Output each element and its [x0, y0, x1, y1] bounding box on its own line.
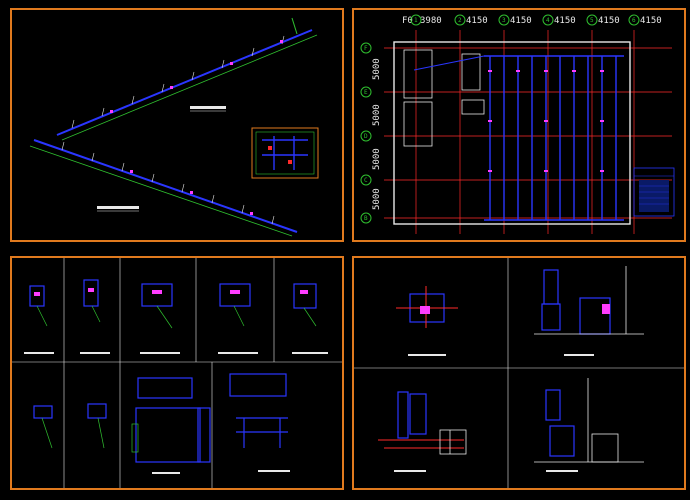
column-axis-bubbles: 1 2 3 4 5 6 — [410, 14, 640, 26]
svg-text:3: 3 — [502, 17, 506, 24]
svg-text:4150: 4150 — [510, 16, 532, 26]
drawing-sheet-details-left[interactable] — [10, 256, 344, 490]
svg-text:5000: 5000 — [372, 58, 382, 80]
details-grid-drawing — [12, 258, 342, 488]
svg-text:4150: 4150 — [466, 16, 488, 26]
top-dimension-row: 3980 4150 4150 4150 4150 4150 — [420, 16, 662, 26]
drawing-sheet-isometric[interactable] — [10, 8, 344, 242]
svg-text:E: E — [364, 89, 368, 96]
svg-text:C: C — [364, 177, 368, 184]
svg-text:2: 2 — [458, 17, 462, 24]
svg-text:4150: 4150 — [640, 16, 662, 26]
lower-pipe-run — [29, 139, 298, 237]
svg-text:5: 5 — [590, 17, 594, 24]
drawing-sheet-floor-plan[interactable]: F0 3980 4150 4150 4150 4150 4150 1 2 3 4… — [352, 8, 686, 242]
svg-text:D: D — [364, 133, 368, 140]
floor-plan-drawing: F0 3980 4150 4150 4150 4150 4150 1 2 3 4… — [360, 14, 675, 234]
legend-box — [633, 167, 675, 217]
svg-text:5000: 5000 — [372, 188, 382, 210]
partial-axis-label: F0 — [402, 16, 413, 26]
svg-text:6: 6 — [632, 17, 636, 24]
row-axis-bubbles: F E D C B — [360, 42, 372, 224]
drawing-sheet-details-right[interactable] — [352, 256, 686, 490]
svg-text:F: F — [364, 45, 368, 52]
upper-pipe-run — [56, 29, 318, 141]
svg-text:5000: 5000 — [372, 104, 382, 126]
svg-text:4150: 4150 — [554, 16, 576, 26]
svg-text:4150: 4150 — [598, 16, 620, 26]
svg-text:1: 1 — [414, 17, 418, 24]
left-dimension-column: 5000 5000 5000 5000 — [372, 58, 382, 210]
svg-text:B: B — [364, 215, 368, 222]
sprinkler-branches — [413, 55, 624, 221]
svg-text:4: 4 — [546, 17, 550, 24]
elevations-drawing — [354, 258, 684, 488]
svg-text:3980: 3980 — [420, 16, 442, 26]
svg-text:5000: 5000 — [372, 148, 382, 170]
inset-detail-box — [251, 127, 319, 179]
isometric-pipe-drawing — [29, 17, 319, 237]
